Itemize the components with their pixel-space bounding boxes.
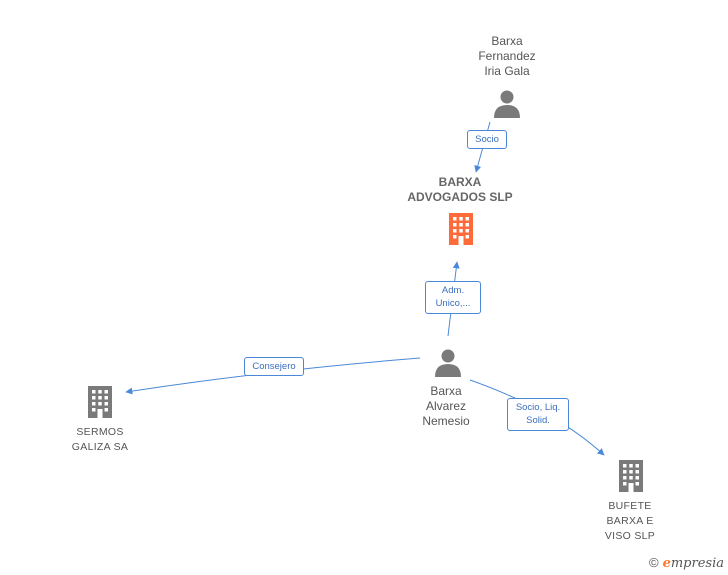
node-label-barxa-fernandez: Barxa Fernandez Iria Gala <box>478 34 536 78</box>
person-icon[interactable] <box>492 89 522 119</box>
brand-logo-text: mpresia <box>670 556 724 571</box>
brand-logo: ©empresia <box>649 555 724 571</box>
building-icon[interactable] <box>85 385 115 419</box>
edge-label-socio[interactable]: Socio <box>467 130 507 149</box>
copyright-symbol: © <box>648 555 659 570</box>
brand-logo-e: e <box>662 556 671 571</box>
node-label-barxa-advogados: BARXA ADVOGADOS SLP <box>407 175 513 204</box>
node-label-sermos: SERMOS GALIZA SA <box>71 426 129 453</box>
edge-label-socio-liq[interactable]: Socio, Liq. Solid. <box>507 398 569 431</box>
building-icon[interactable] <box>446 212 476 246</box>
edge-label-adm[interactable]: Adm. Unico,... <box>425 281 481 314</box>
node-label-bufete: BUFETE BARXA E VISO SLP <box>604 500 656 542</box>
node-label-barxa-alvarez: Barxa Alvarez Nemesio <box>422 384 470 428</box>
building-icon[interactable] <box>616 459 646 493</box>
edge-label-consejero[interactable]: Consejero <box>244 357 304 376</box>
person-icon[interactable] <box>433 348 463 378</box>
